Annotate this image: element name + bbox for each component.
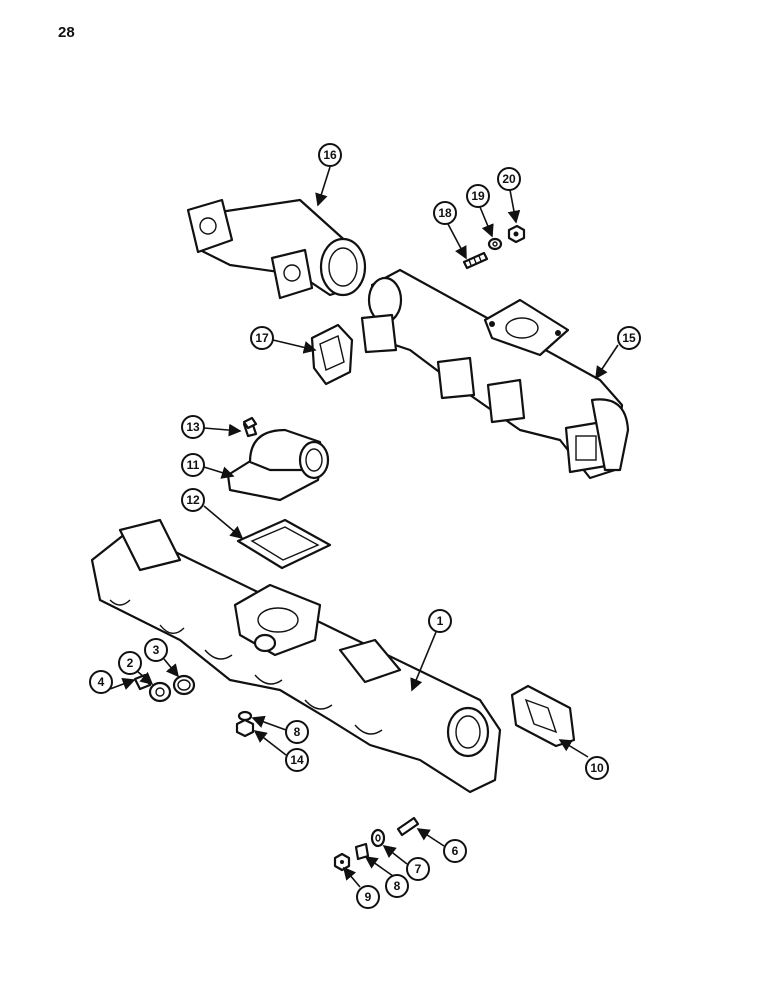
part-8-lockwasher-lower xyxy=(354,842,370,861)
part-2-plug xyxy=(148,681,172,703)
callout-17: 17 xyxy=(250,326,317,354)
callout-9: 9 xyxy=(342,866,380,909)
callout-1: 1 xyxy=(410,609,452,692)
svg-text:4: 4 xyxy=(98,675,105,689)
part-13-bolt xyxy=(242,416,258,438)
callout-7: 7 xyxy=(382,845,430,881)
svg-text:20: 20 xyxy=(502,172,516,186)
svg-text:2: 2 xyxy=(127,656,134,670)
svg-text:16: 16 xyxy=(323,148,337,162)
svg-text:17: 17 xyxy=(255,331,269,345)
part-7-washer xyxy=(370,828,386,848)
callout-20: 20 xyxy=(497,167,521,224)
svg-text:9: 9 xyxy=(365,890,372,904)
part-18-stud xyxy=(462,251,489,270)
callout-8-lower: 8 xyxy=(364,856,409,898)
svg-text:18: 18 xyxy=(438,206,452,220)
callout-4: 4 xyxy=(89,670,136,694)
callout-18: 18 xyxy=(433,201,467,260)
callout-6: 6 xyxy=(416,828,467,863)
callout-10: 10 xyxy=(558,739,609,780)
svg-text:7: 7 xyxy=(415,862,422,876)
part-15-upper-manifold xyxy=(360,268,630,480)
part-16-elbow-pipe xyxy=(186,198,367,300)
svg-text:12: 12 xyxy=(186,493,200,507)
svg-text:8: 8 xyxy=(394,879,401,893)
part-17-gasket xyxy=(310,323,354,386)
callout-16: 16 xyxy=(315,143,342,207)
part-11-elbow-adapter xyxy=(226,428,330,502)
callout-11: 11 xyxy=(181,453,235,479)
page-number: 28 xyxy=(58,24,75,41)
callout-15: 15 xyxy=(595,326,641,380)
part-9-nut xyxy=(333,852,351,872)
part-1-lower-manifold xyxy=(90,518,502,794)
svg-text:10: 10 xyxy=(590,761,604,775)
part-20-nut xyxy=(507,224,526,244)
callout-2: 2 xyxy=(118,651,154,686)
part-3-ring xyxy=(172,674,196,696)
part-10-gasket xyxy=(510,684,576,748)
part-14-nut xyxy=(235,718,255,738)
svg-text:14: 14 xyxy=(290,753,304,767)
part-12-gasket xyxy=(236,518,332,570)
callout-12: 12 xyxy=(181,488,244,540)
svg-text:11: 11 xyxy=(187,458,200,472)
part-8-washer-upper xyxy=(237,710,253,722)
part-19-washer xyxy=(487,237,503,251)
svg-text:3: 3 xyxy=(153,643,160,657)
callout-3: 3 xyxy=(144,638,180,678)
callout-13: 13 xyxy=(181,415,242,439)
callout-8-upper: 8 xyxy=(251,715,309,744)
callout-14: 14 xyxy=(253,730,309,772)
svg-text:13: 13 xyxy=(186,420,200,434)
svg-text:15: 15 xyxy=(622,331,636,345)
svg-text:8: 8 xyxy=(294,725,301,739)
part-4-plug xyxy=(133,673,152,691)
svg-text:1: 1 xyxy=(437,614,444,628)
svg-text:19: 19 xyxy=(471,189,485,203)
part-6-stud xyxy=(396,816,420,837)
callout-19: 19 xyxy=(466,184,494,238)
svg-text:6: 6 xyxy=(452,844,459,858)
